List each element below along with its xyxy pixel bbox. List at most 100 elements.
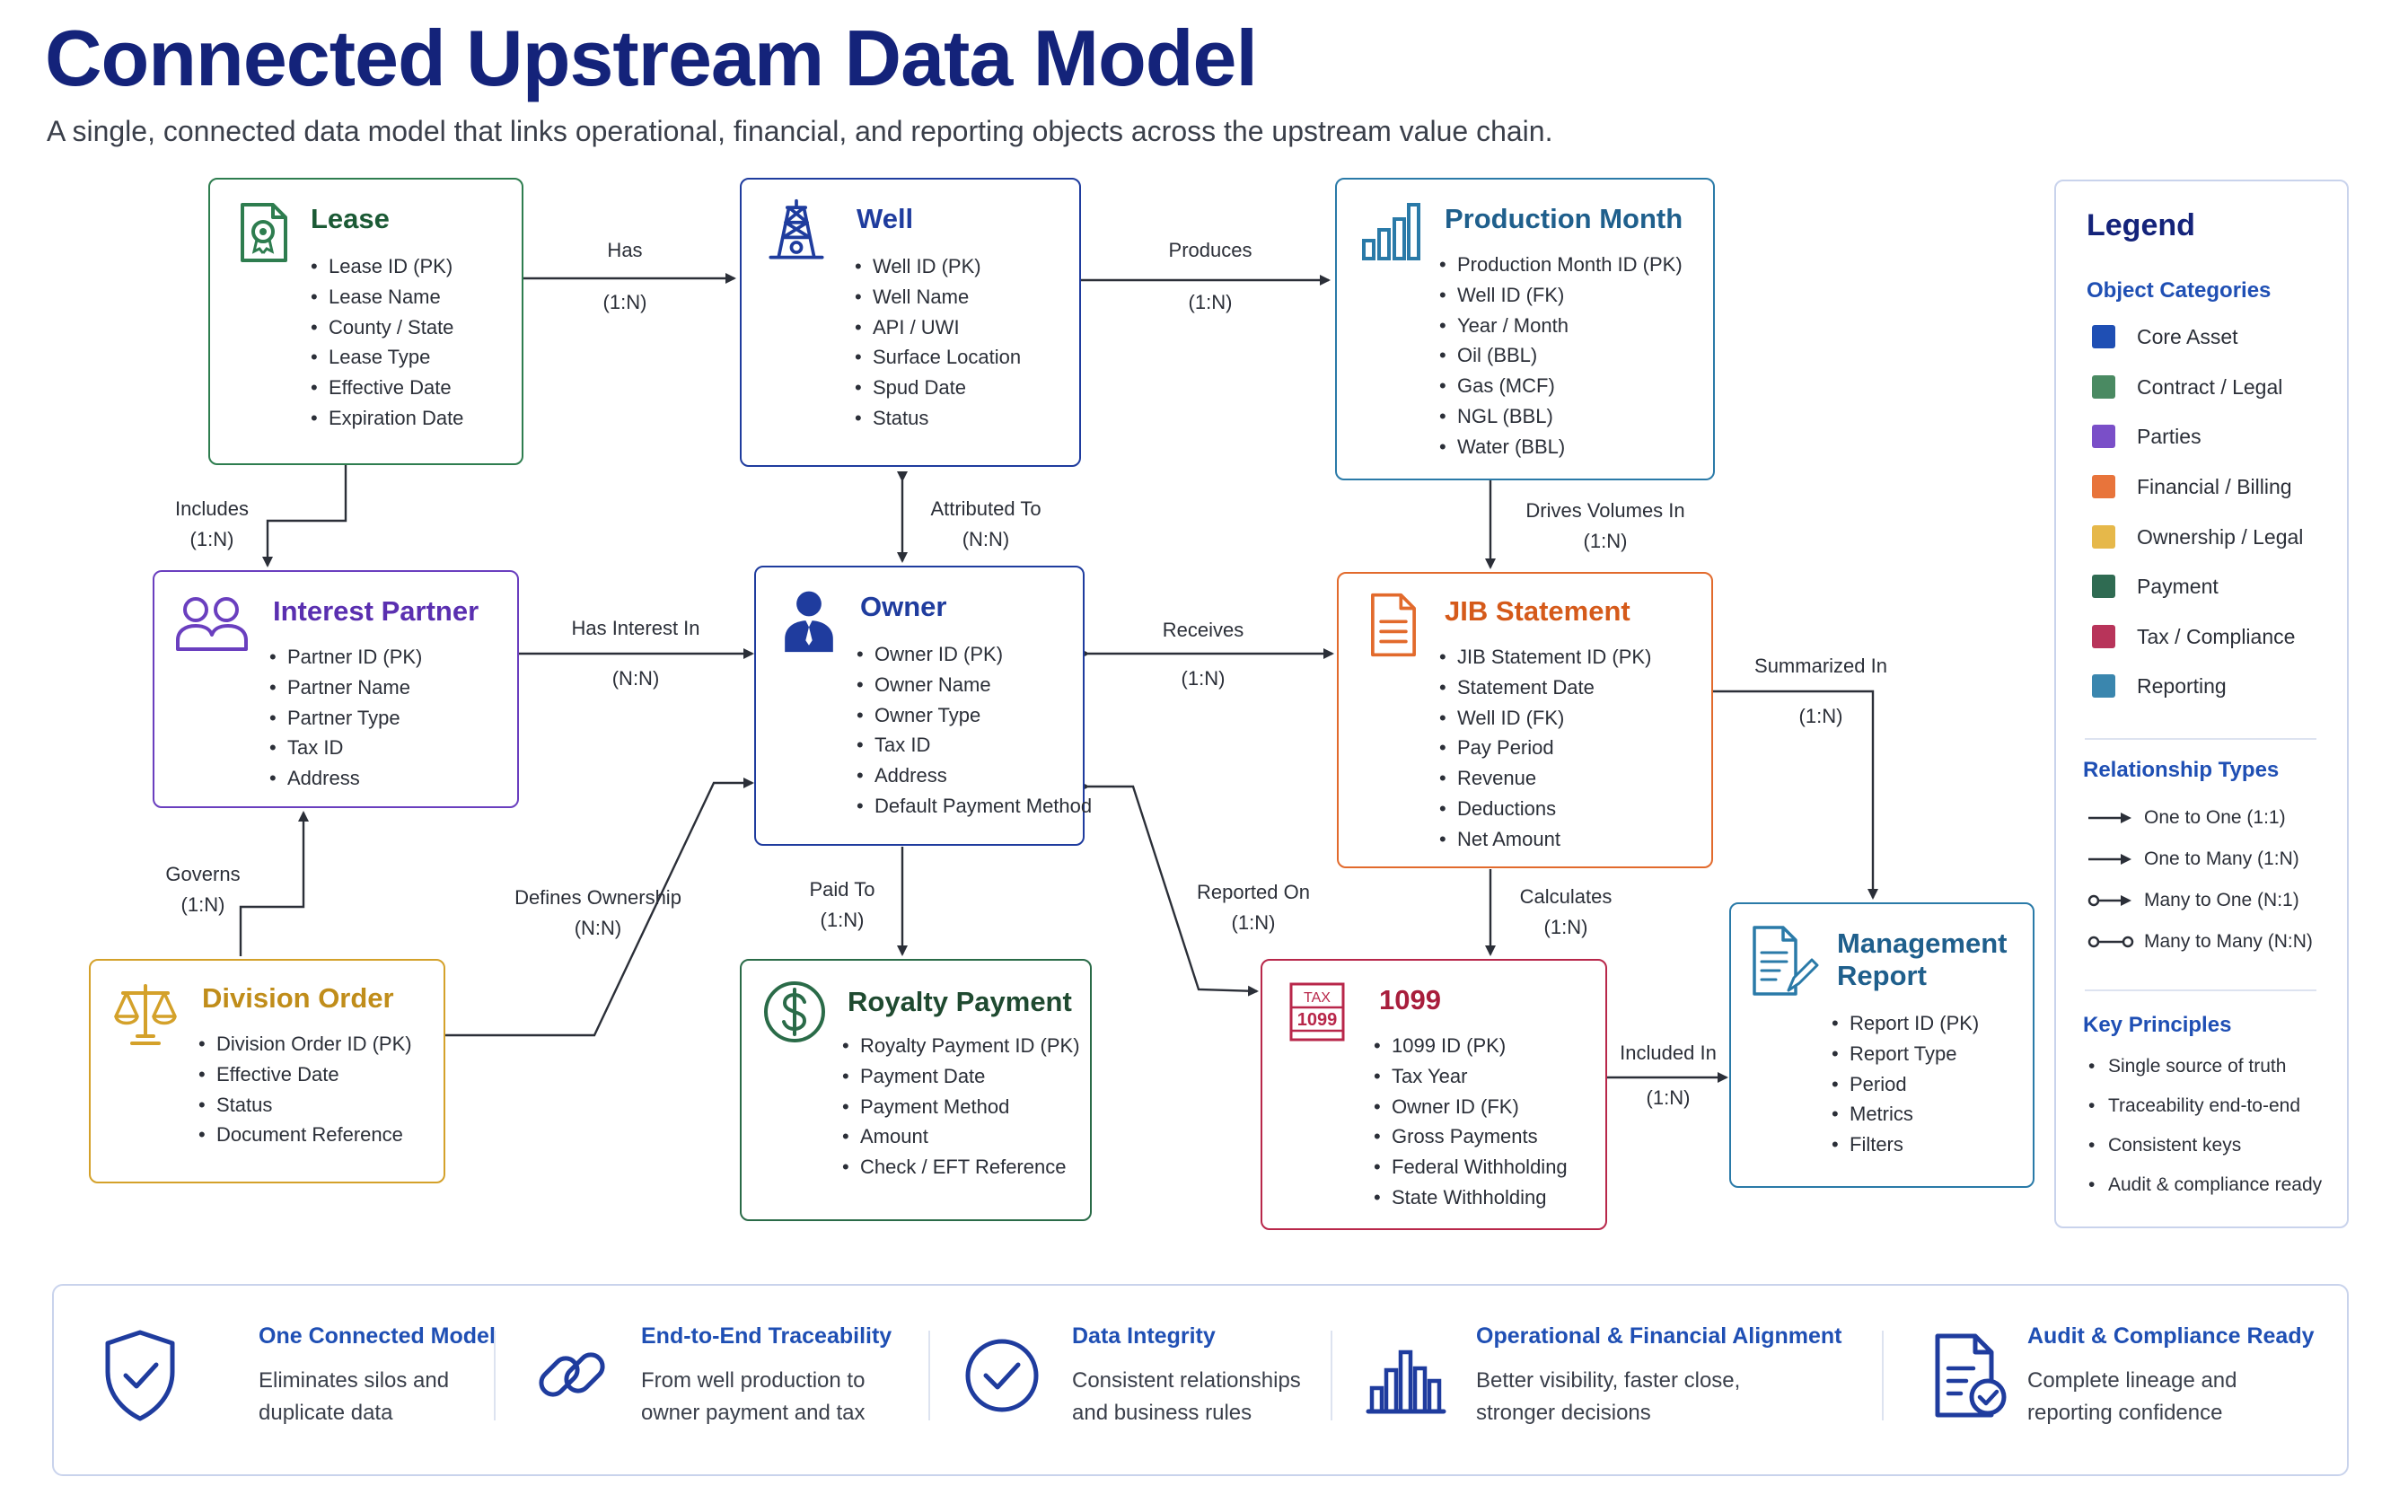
benefit-description: Better visibility, faster close,stronger… [1476,1365,1740,1429]
rel-cardinality: (1:N) [1188,291,1233,313]
field-item: Net Amount [1439,824,1651,855]
legend-relationship-item: Many to Many (N:N) [2087,928,2313,955]
legend-category-label: Ownership / Legal [2137,524,2304,549]
field-item: Oil (BBL) [1439,340,1683,371]
rel-has-label: Has(1:N) [603,235,647,318]
rel-governs-label: Governs(1:N) [165,859,240,920]
lease-certificate-icon [241,203,287,262]
field-item: Amount [842,1121,1080,1152]
benefit-desc-line: duplicate data [259,1401,393,1425]
benefit-desc-line: From well production to [641,1368,866,1393]
field-item: Lease ID (PK) [311,251,463,282]
legend-swatch [2092,375,2115,399]
entity-jib-statement[interactable]: JIB Statement JIB Statement ID (PK) Stat… [1337,572,1713,868]
rel-cardinality: (N:N) [611,667,660,690]
rel-cardinality: (1:N) [1583,530,1628,552]
entity-title: 1099 [1379,984,1441,1015]
rel-label: Includes [175,497,249,520]
field-item: Well ID (FK) [1439,703,1651,734]
entity-owner[interactable]: Owner Owner ID (PK) Owner Name Owner Typ… [754,566,1092,846]
benefit-desc-line: stronger decisions [1476,1401,1651,1425]
entity-field-list: Lease ID (PK) Lease Name County / State … [311,251,463,434]
field-item: Pay Period [1439,733,1651,763]
field-item: Status [198,1090,412,1121]
benefit-divider [1331,1331,1332,1420]
field-item: Federal Withholding [1374,1152,1568,1182]
field-item: Address [857,760,1092,791]
field-item: Effective Date [311,373,463,403]
legend-category-item: Ownership / Legal [2092,523,2303,550]
entity-royalty-payment[interactable]: Royalty Payment Royalty Payment ID (PK) … [740,959,1092,1221]
field-item: Document Reference [198,1120,412,1150]
field-item: Default Payment Method [857,791,1092,822]
field-item: Report Type [1832,1039,1979,1069]
field-item: Owner Name [857,670,1092,700]
field-item: Water (BBL) [1439,432,1683,462]
entity-well[interactable]: Well Well ID (PK) Well Name API / UWI Su… [740,178,1081,467]
legend-relationship-item: Many to One (N:1) [2087,887,2299,914]
field-item: Report ID (PK) [1832,1008,1979,1039]
field-item: Owner ID (PK) [857,639,1092,670]
arrow-right-icon [2088,813,2131,823]
legend-divider [2085,989,2316,991]
legend-swatch [2092,425,2115,448]
field-item: Division Order ID (PK) [198,1029,412,1059]
legend-principle-item: Consistent keys [2088,1135,2241,1156]
entity-lease[interactable]: Lease Lease ID (PK) Lease Name County / … [208,178,523,465]
rel-cardinality: (1:N) [1231,911,1276,934]
benefit-divider [1882,1331,1884,1420]
benefit-desc-line: and business rules [1072,1401,1252,1425]
legend-category-label: Core Asset [2137,324,2238,348]
bar-chart-icon [1362,203,1420,260]
entity-management-report[interactable]: Management Report Report ID (PK) Report … [1729,902,2034,1188]
page-subtitle: A single, connected data model that link… [47,115,1553,147]
document-icon [1371,593,1416,657]
entity-1099[interactable]: TAX 1099 1099 1099 ID (PK) Tax Year Owne… [1261,959,1607,1230]
field-item: Well ID (PK) [855,251,1021,282]
benefit-title: Operational & Financial Alignment [1476,1323,1842,1349]
field-item: County / State [311,312,463,343]
rel-cardinality: (1:N) [1798,705,1843,727]
entity-field-list: Report ID (PK) Report Type Period Metric… [1832,1008,1979,1160]
rel-label: Receives [1162,619,1244,641]
field-item: State Withholding [1374,1182,1568,1213]
entity-production-month[interactable]: Production Month Production Month ID (PK… [1335,178,1715,480]
field-item: Partner ID (PK) [269,642,422,672]
entity-title: Production Month [1445,203,1683,234]
legend-principle-item: Single source of truth [2088,1056,2286,1077]
rel-defines-ownership-label: Defines Ownership(N:N) [514,883,681,944]
dollar-circle-icon [764,981,825,1042]
entity-title: Owner [860,591,947,622]
legend-categories-title: Object Categories [2087,278,2272,303]
field-item: Payment Method [842,1092,1080,1122]
legend-category-item: Core Asset [2092,323,2238,350]
field-item: Check / EFT Reference [842,1152,1080,1182]
page-title: Connected Upstream Data Model [45,13,1258,102]
rel-includes-label: Includes(1:N) [175,494,249,555]
legend-swatch [2092,325,2115,348]
field-item: Owner ID (FK) [1374,1092,1568,1122]
entity-field-list: Partner ID (PK) Partner Name Partner Typ… [269,642,422,794]
entity-interest-partner[interactable]: Interest Partner Partner ID (PK) Partner… [153,570,519,808]
benefit-title: Audit & Compliance Ready [2027,1323,2315,1349]
field-item: Lease Name [311,282,463,312]
entity-title: Well [857,203,914,234]
rel-label: Produces [1168,239,1252,261]
rel-label: Paid To [809,878,875,901]
entity-field-list: 1099 ID (PK) Tax Year Owner ID (FK) Gros… [1374,1031,1568,1213]
legend-relationship-label: Many to Many (N:N) [2144,931,2313,952]
field-item: Filters [1832,1130,1979,1160]
rel-cardinality: (1:N) [180,893,225,916]
check-circle-icon [965,1339,1039,1412]
entity-title: Division Order [202,982,394,1014]
field-item: Partner Type [269,703,422,734]
rel-cardinality: (1:N) [1181,667,1226,690]
rel-cardinality: (1:N) [602,291,647,313]
benefit-title: One Connected Model [259,1323,496,1349]
rel-receives-label: Receives (1:N) [1163,615,1244,694]
entity-title: Royalty Payment [848,986,1072,1017]
legend-category-label: Financial / Billing [2137,474,2292,498]
entity-division-order[interactable]: Division Order Division Order ID (PK) Ef… [89,959,445,1183]
